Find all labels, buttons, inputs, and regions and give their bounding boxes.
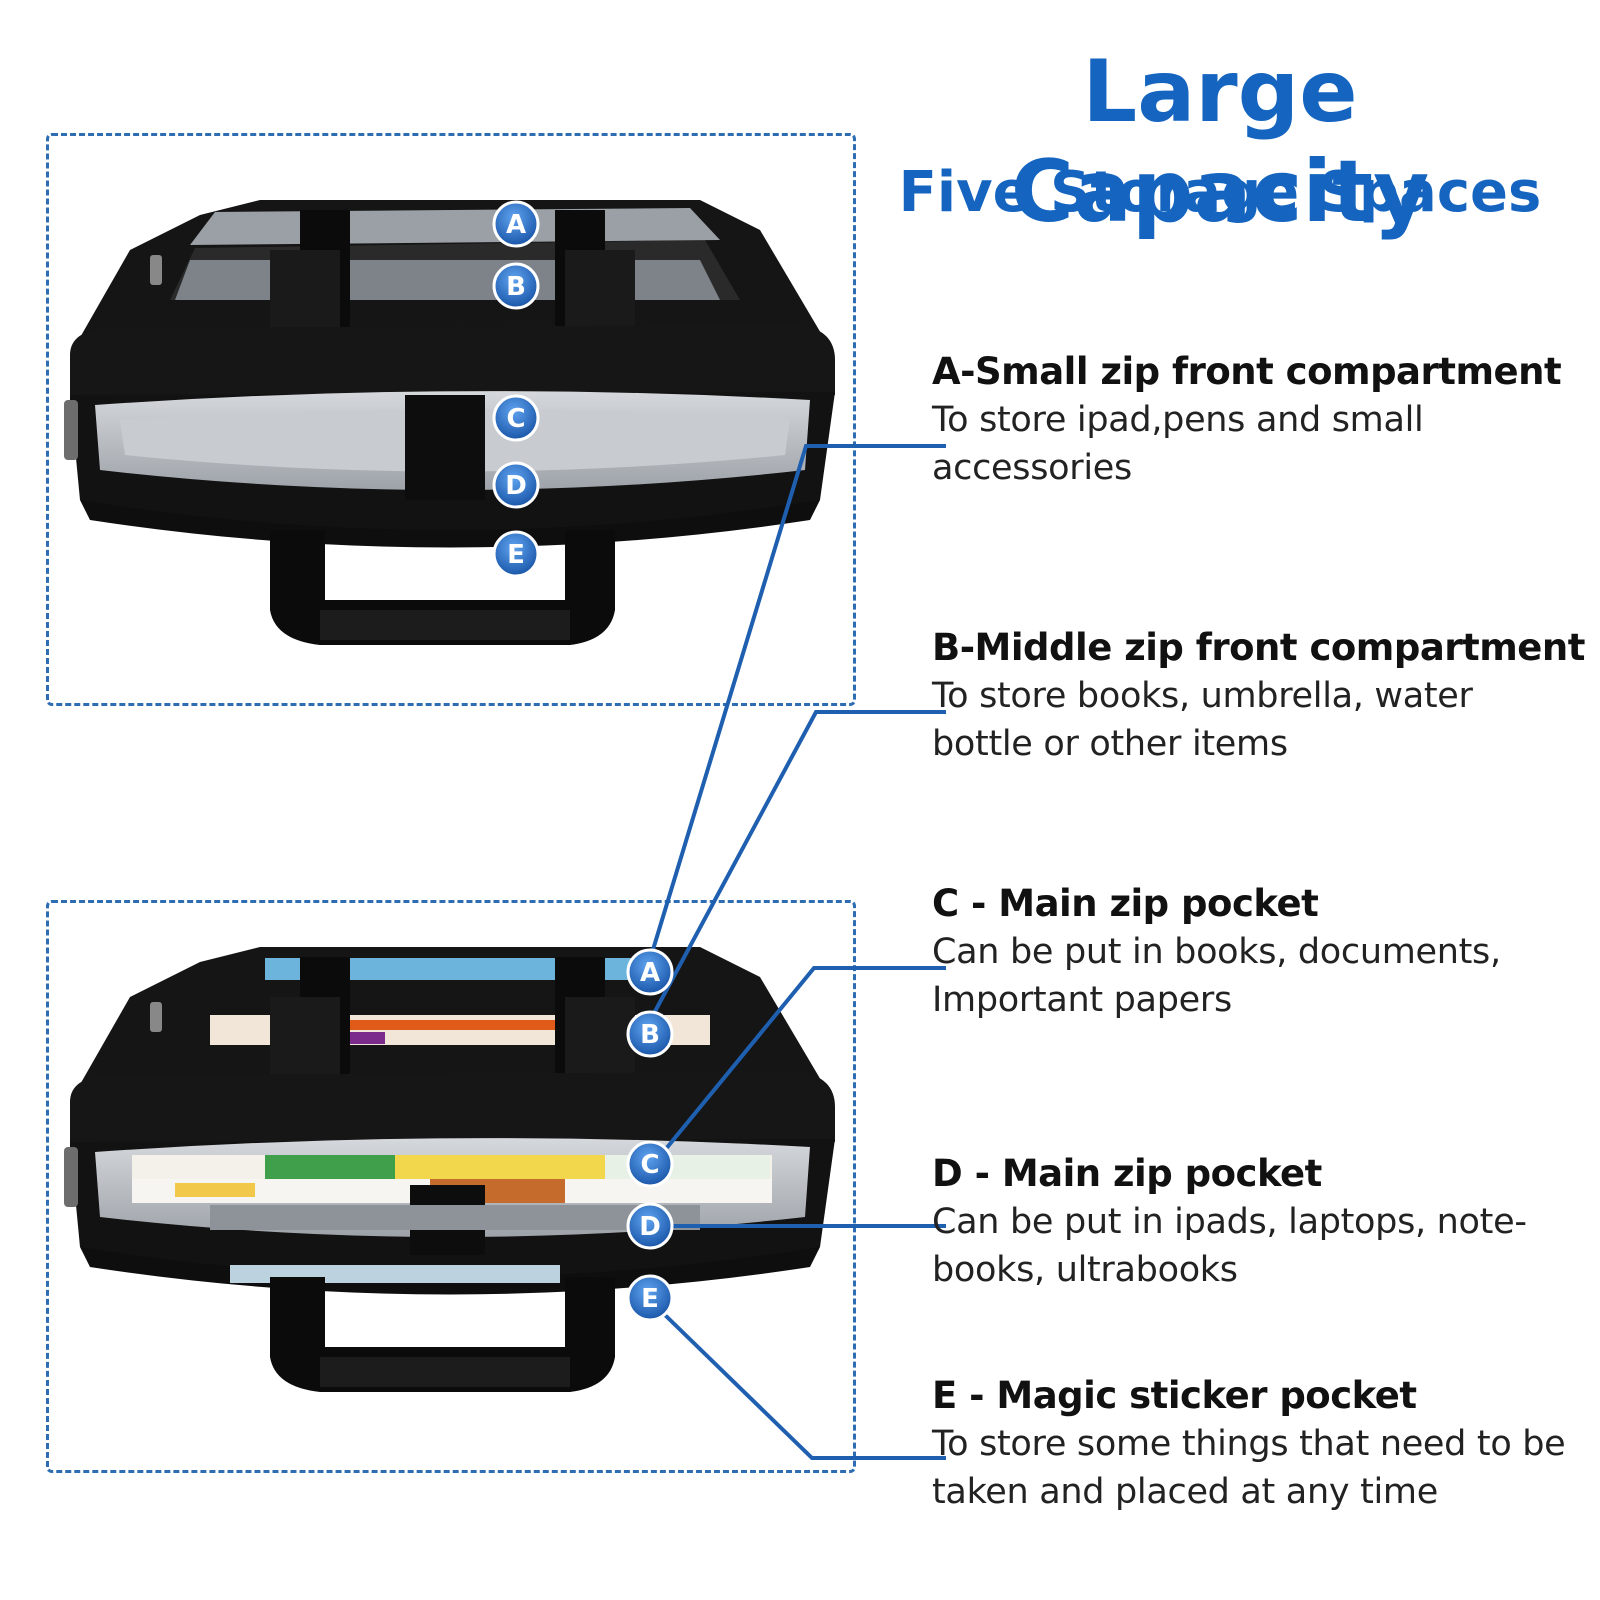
feature-a: A-Small zip front compartment To store i…	[932, 348, 1582, 492]
marker-label: A	[640, 958, 660, 988]
feature-description: Can be put in ipads, laptops, note-books…	[932, 1202, 1527, 1290]
marker-bottom-c: C	[626, 1140, 674, 1188]
feature-heading: D - Main zip pocket	[932, 1152, 1322, 1195]
marker-top-a: A	[492, 200, 540, 248]
feature-c: C - Main zip pocket Can be put in books,…	[932, 880, 1582, 1024]
marker-bottom-b: B	[626, 1010, 674, 1058]
connector-lines	[650, 444, 946, 1460]
marker-bottom-e: E	[626, 1274, 674, 1322]
marker-label: C	[640, 1150, 659, 1180]
marker-label: C	[506, 404, 525, 434]
top-bag-panel	[46, 133, 856, 706]
marker-bottom-a: A	[626, 948, 674, 996]
marker-top-c: C	[492, 394, 540, 442]
page-subtitle: Five Storage Spaces	[898, 160, 1542, 225]
feature-description: Can be put in books, documents, Importan…	[932, 932, 1501, 1020]
feature-description: To store ipad,pens and small accessories	[932, 400, 1424, 488]
connector-line-b	[650, 710, 946, 1018]
feature-heading: B-Middle zip front compartment	[932, 626, 1585, 669]
feature-heading: A-Small zip front compartment	[932, 350, 1562, 393]
feature-e: E - Magic sticker pocket To store some t…	[932, 1372, 1582, 1516]
feature-description: To store books, umbrella, water bottle o…	[932, 676, 1473, 764]
marker-label: E	[507, 540, 525, 570]
connector-line-a	[650, 444, 946, 954]
bottom-bag-panel	[46, 900, 856, 1473]
marker-label: E	[641, 1284, 659, 1314]
marker-top-d: D	[492, 461, 540, 509]
connector-line-e	[663, 1313, 946, 1460]
feature-heading: C - Main zip pocket	[932, 882, 1319, 925]
connector-line-c	[663, 966, 946, 1152]
feature-d: D - Main zip pocket Can be put in ipads,…	[932, 1150, 1582, 1294]
marker-top-e: E	[492, 530, 540, 578]
feature-description: To store some things that need to be tak…	[932, 1424, 1566, 1512]
feature-b: B-Middle zip front compartment To store …	[932, 624, 1585, 768]
marker-label: D	[639, 1212, 661, 1242]
feature-heading: E - Magic sticker pocket	[932, 1374, 1417, 1417]
marker-label: B	[506, 272, 526, 302]
marker-bottom-d: D	[626, 1202, 674, 1250]
marker-label: B	[640, 1020, 660, 1050]
marker-label: D	[505, 471, 527, 501]
page-title: Large Capacity	[1010, 42, 1430, 242]
marker-top-b: B	[492, 262, 540, 310]
marker-label: A	[506, 210, 526, 240]
top-bag-illustration	[64, 200, 835, 645]
